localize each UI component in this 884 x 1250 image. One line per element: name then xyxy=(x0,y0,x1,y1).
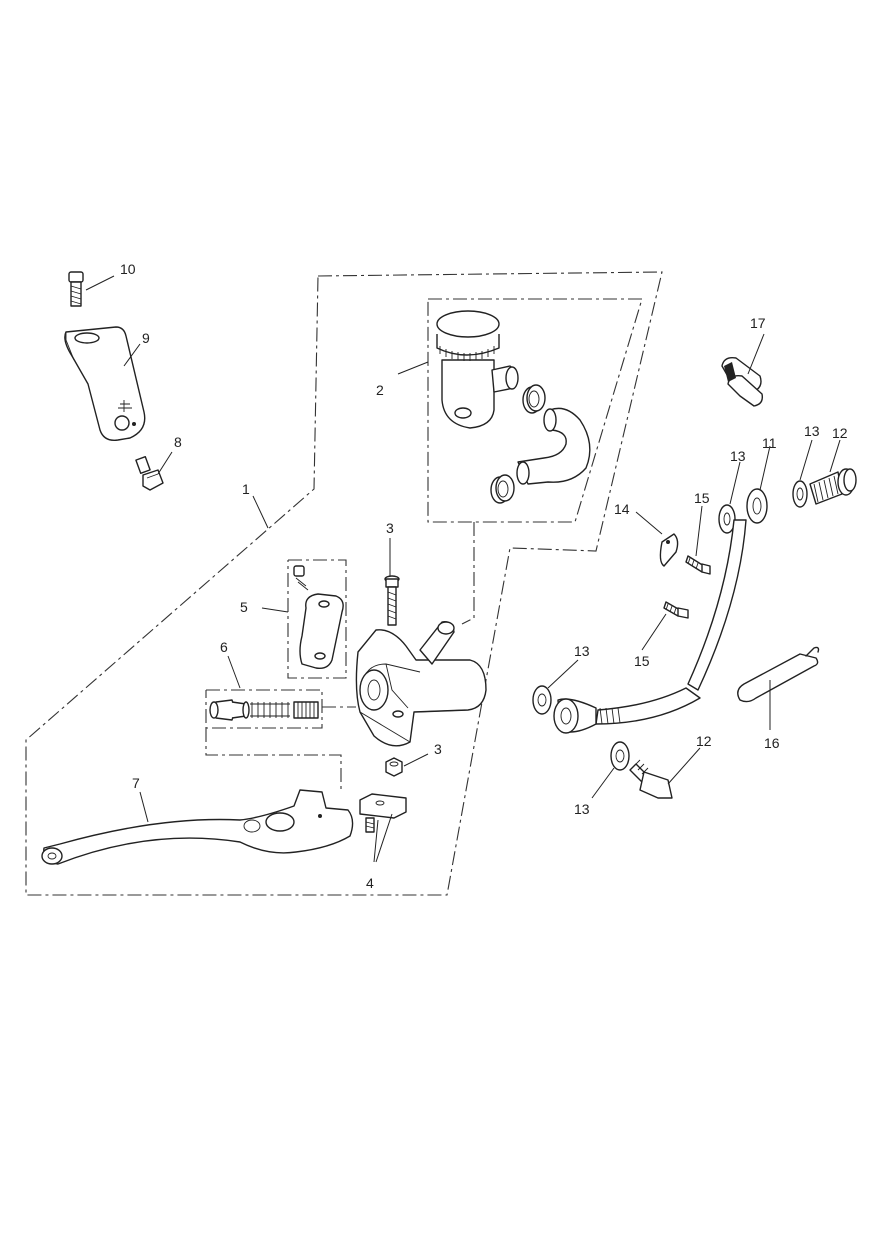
screw-15-upper-icon xyxy=(685,555,711,575)
callout-17: 17 xyxy=(750,315,766,331)
nut-3-icon xyxy=(385,757,403,777)
hose-guide-14-icon xyxy=(659,533,679,567)
piston-group-outline xyxy=(205,689,356,793)
switch-8-icon xyxy=(135,456,164,491)
callout-15-lower: 15 xyxy=(634,653,650,669)
leader-lines xyxy=(85,275,841,863)
screw-15-lower-icon xyxy=(663,601,689,619)
callout-13-top-right: 13 xyxy=(804,423,820,439)
callout-15-upper: 15 xyxy=(694,490,710,506)
screw-3-icon xyxy=(384,575,400,626)
lever-7-icon xyxy=(41,789,354,865)
reservoir-hose-icon xyxy=(516,407,591,485)
spring-16-icon xyxy=(737,646,820,703)
washer-13-hose-icon xyxy=(532,685,552,715)
reservoir-group-outline xyxy=(427,298,643,625)
callout-16: 16 xyxy=(764,735,780,751)
callout-13-mid: 13 xyxy=(730,448,746,464)
assembly-outline-1 xyxy=(25,271,663,896)
piston-kit-6-icon xyxy=(209,699,319,721)
banjo-bolt-12-lower-icon xyxy=(629,759,673,799)
hose-clip-upper-icon xyxy=(522,384,546,414)
washer-13-mid-icon xyxy=(718,504,736,534)
clamp-5-icon xyxy=(299,593,344,670)
brake-hose-11-icon xyxy=(553,488,768,734)
washer-13-upper-icon xyxy=(792,480,808,508)
reservoir-2-icon xyxy=(436,310,519,429)
callout-14: 14 xyxy=(614,501,630,517)
clamp-group-outline xyxy=(287,559,347,679)
hose-clip-lower-icon xyxy=(490,474,515,504)
callout-8: 8 xyxy=(174,434,182,450)
callout-13-hose: 13 xyxy=(574,643,590,659)
callout-7: 7 xyxy=(132,775,140,791)
clamp-screw-5-icon xyxy=(293,565,309,591)
callout-3-upper: 3 xyxy=(386,520,394,536)
pivot-screw-4-icon xyxy=(365,817,375,833)
callout-5: 5 xyxy=(240,599,248,615)
callout-1: 1 xyxy=(242,481,250,497)
master-cylinder-body-icon xyxy=(355,621,487,747)
banjo-bolt-12-upper-icon xyxy=(809,468,857,505)
bolt-10-icon xyxy=(68,271,84,307)
callout-labels: 10 9 8 1 2 3 5 6 7 3 4 17 13 12 11 13 15… xyxy=(120,261,848,891)
callout-4: 4 xyxy=(366,875,374,891)
hose-clip-17-icon xyxy=(721,356,764,407)
callout-12-bottom: 12 xyxy=(696,733,712,749)
callout-12-top: 12 xyxy=(832,425,848,441)
callout-10: 10 xyxy=(120,261,136,277)
callout-9: 9 xyxy=(142,330,150,346)
callout-2: 2 xyxy=(376,382,384,398)
callout-6: 6 xyxy=(220,639,228,655)
bracket-9-icon xyxy=(64,326,146,441)
callout-3-lower: 3 xyxy=(434,741,442,757)
callout-13-bottom: 13 xyxy=(574,801,590,817)
pivot-block-4-icon xyxy=(359,793,407,819)
callout-11: 11 xyxy=(762,435,777,451)
washer-13-lower-icon xyxy=(610,741,630,771)
